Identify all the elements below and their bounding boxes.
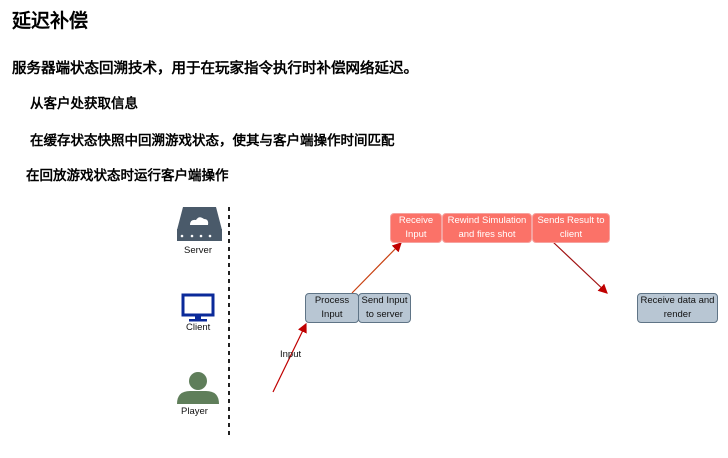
receive-render-step: Receive data and render (637, 293, 718, 323)
send-input-step: Send Input to server (358, 293, 411, 323)
player-icon (177, 372, 219, 404)
list-item: 在回放游戏状态时运行客户端操作 (26, 168, 229, 184)
list-item: 从客户处获取信息 (30, 96, 138, 112)
subtitle: 服务器端状态回溯技术，用于在玩家指令执行时补偿网络延迟。 (12, 61, 418, 77)
receive-input-step: Receive Input (390, 213, 442, 243)
server-label: Server (184, 245, 212, 256)
send-to-server-arrow (351, 242, 402, 294)
input-arrow (272, 322, 307, 393)
list-item: 在缓存状态快照中回溯游戏状态，使其与客户端操作时间匹配 (30, 133, 395, 149)
sends-result-step: Sends Result to client (532, 213, 610, 243)
result-to-client-arrow (552, 241, 608, 294)
server-icon (177, 207, 222, 241)
rewind-simulation-step: Rewind Simulation and fires shot (442, 213, 532, 243)
player-label: Player (181, 406, 208, 417)
process-input-step: Process Input (305, 293, 359, 323)
page-title: 延迟补偿 (12, 10, 89, 32)
client-monitor-icon (181, 293, 215, 322)
client-label: Client (186, 322, 211, 333)
input-label: Input (280, 349, 302, 360)
